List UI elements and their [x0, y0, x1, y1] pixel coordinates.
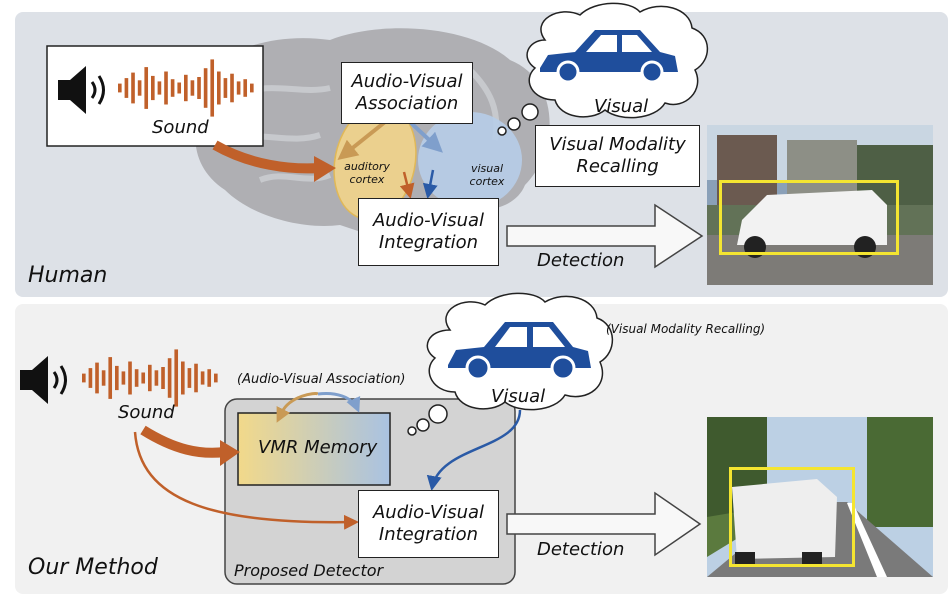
recall-label: (Visual Modality Recalling)	[606, 322, 766, 336]
sound-wave-bar	[200, 371, 205, 385]
sound-wave-bar	[121, 371, 126, 385]
sound-wave-bar	[128, 361, 132, 395]
sound-wave-bar	[243, 79, 248, 97]
vmr-memory-label: VMR Memory	[258, 437, 378, 458]
integration-label: Audio-Visual Integration	[372, 210, 485, 253]
street-photo-top	[707, 125, 933, 285]
sound-wave-bar	[167, 358, 172, 398]
sound-wave-bar	[197, 77, 201, 99]
auditory-cortex-label: auditory cortex	[344, 160, 390, 187]
sound-wave-bar	[230, 73, 234, 103]
detection-label: Detection	[537, 250, 625, 271]
integration-box: Audio-Visual Integration	[358, 490, 499, 558]
sound-wave-bar	[177, 82, 182, 94]
integration-label: Audio-Visual Integration	[372, 502, 485, 545]
vmr-memory-box	[237, 412, 391, 486]
sound-wave-bar	[157, 81, 162, 95]
car-icon	[448, 322, 591, 381]
visual-cortex-label: visual cortex	[469, 162, 505, 189]
association-label: (Audio-Visual Association)	[237, 372, 406, 387]
sound-wave-bar	[124, 78, 129, 98]
sound-wave-bar	[141, 372, 146, 384]
sound-wave-bar	[187, 368, 192, 388]
sound-wave-bar	[164, 71, 168, 105]
sound-wave-bar	[236, 81, 241, 95]
sound-wave-bar	[134, 369, 139, 387]
sound-wave-bar	[214, 373, 218, 383]
sound-wave-bar	[115, 365, 119, 391]
car-icon	[540, 30, 678, 84]
sound-wave-bar	[108, 357, 113, 399]
sound-label: Sound	[152, 117, 209, 138]
sound-wave-bar	[154, 370, 159, 386]
street-photo-bottom	[707, 417, 933, 577]
sound-wave-bar	[207, 369, 212, 387]
sound-wave-bar	[217, 71, 221, 105]
human-label: Human	[28, 263, 108, 288]
bbox-top	[719, 180, 899, 255]
sound-wave-bar	[118, 83, 122, 93]
visual-label: Visual	[491, 386, 546, 407]
recall-box: Visual Modality Recalling	[535, 125, 700, 187]
sound-wave-bar	[161, 367, 165, 389]
sound-wave-bar	[144, 67, 149, 109]
sound-wave-bar	[95, 362, 99, 394]
sound-to-cortex-arrow	[212, 140, 321, 174]
speaker-icon	[58, 66, 105, 114]
sound-wave-bar	[174, 349, 179, 407]
bbox-bottom	[729, 467, 855, 567]
recall-label: Visual Modality Recalling	[549, 134, 686, 177]
integration-box: Audio-Visual Integration	[358, 198, 499, 266]
visual-cortex-shape	[418, 112, 522, 208]
speaker-icon	[20, 356, 67, 404]
our-method-label: Our Method	[28, 555, 158, 580]
association-box: Audio-Visual Association	[341, 62, 473, 124]
sound-wave-bar	[184, 74, 188, 102]
sound-wave-bar	[210, 59, 215, 117]
visual-label: Visual	[594, 96, 649, 117]
sound-wave-bar	[194, 363, 198, 393]
sound-wave-icon	[82, 349, 218, 407]
sound-wave-bar	[131, 72, 135, 104]
detection-arrow	[506, 203, 704, 269]
sound-wave-bar	[82, 373, 86, 383]
sound-wave-bar	[181, 361, 185, 395]
association-label: Audio-Visual Association	[351, 71, 463, 114]
detector-label: Proposed Detector	[234, 561, 384, 580]
sound-wave-bar	[250, 83, 254, 93]
sound-wave-icon	[118, 59, 254, 117]
sound-wave-bar	[101, 370, 106, 386]
sound-label: Sound	[118, 402, 175, 423]
sound-wave-bar	[88, 368, 93, 388]
sound-wave-bar	[190, 80, 195, 96]
detection-arrow	[506, 491, 702, 557]
sound-wave-bar	[203, 68, 208, 108]
sound-wave-bar	[137, 80, 142, 96]
sound-wave-bar	[223, 78, 228, 98]
sound-wave-bar	[151, 75, 155, 101]
sound-wave-bar	[170, 79, 175, 97]
detection-label: Detection	[537, 539, 625, 560]
sound-wave-bar	[148, 364, 152, 392]
